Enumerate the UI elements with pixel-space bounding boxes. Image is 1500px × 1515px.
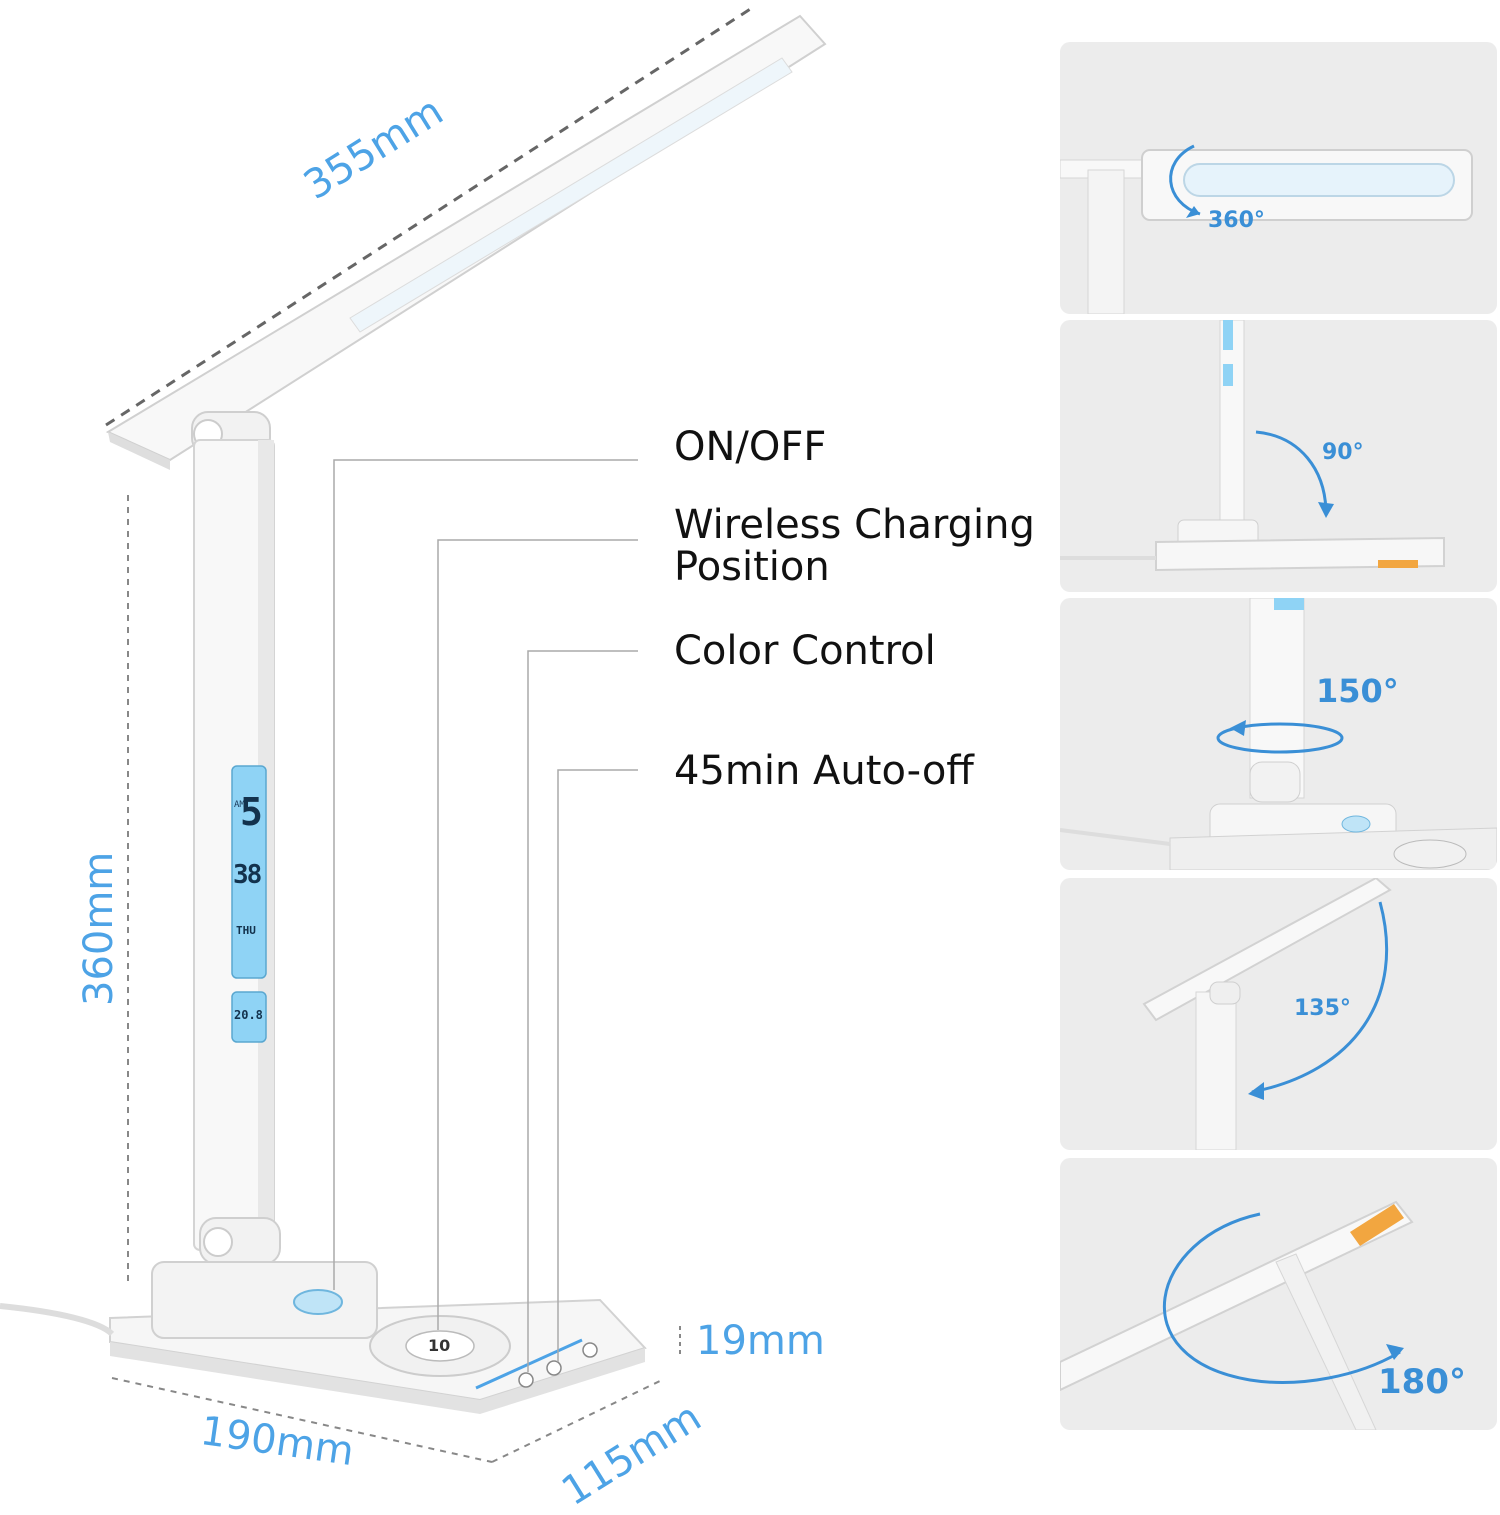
base-length-dimension-line — [111, 1377, 493, 1463]
lcd-temperature: 20.8 — [234, 1008, 263, 1022]
swivel-arrow — [1216, 722, 1344, 754]
detail-panel-base-swivel: 150° — [1060, 598, 1497, 870]
feature-color-control-label: Color Control — [674, 628, 936, 674]
head-fold-illustration — [1060, 1200, 1414, 1430]
head-rotation-angle: 360° — [1208, 208, 1265, 233]
arm-length-dimension-line — [105, 4, 756, 427]
base-thickness-label: 19mm — [696, 1318, 825, 1364]
lcd-minute: 38 — [233, 860, 262, 890]
detail-panel-head-fold: 180° — [1060, 1158, 1497, 1430]
rotation-arrow — [1169, 144, 1201, 216]
lamp-base-side — [110, 1342, 645, 1414]
feature-auto-off-label: 45min Auto-off — [674, 748, 974, 794]
tilt-arrow — [1255, 430, 1328, 515]
power-cord — [0, 1303, 115, 1337]
feature-wireless-line2: Position — [674, 544, 830, 590]
leader-auto-off — [557, 769, 638, 1362]
charger-mark: 10 — [428, 1336, 451, 1355]
timer-button — [546, 1360, 562, 1376]
base-hinge-knob — [203, 1227, 233, 1257]
detail-panel-neck-tilt: 90° — [1060, 320, 1497, 592]
switch-pedestal — [151, 1261, 378, 1339]
leader-wireless — [437, 539, 638, 1330]
leader-color-control — [527, 650, 638, 1372]
leader-on-off — [333, 459, 638, 1290]
lcd-meridiem: AM — [234, 800, 245, 810]
neck-tilt-angle: 90° — [1322, 440, 1364, 465]
height-label: 360mm — [76, 851, 122, 1006]
on-off-button — [293, 1289, 343, 1315]
arm-tilt-illustration — [1142, 878, 1392, 1150]
desk-lamp-illustration — [0, 4, 827, 1463]
head-rotation-illustration — [1060, 144, 1473, 314]
detail-panel-arm-tilt: 135° — [1060, 878, 1497, 1150]
lcd-weekday: THU — [236, 924, 256, 937]
head-fold-angle: 180° — [1378, 1362, 1466, 1402]
neck-tilt-illustration — [1060, 320, 1445, 572]
mode-button — [518, 1372, 534, 1388]
base-swivel-illustration — [1060, 598, 1497, 870]
feature-on-off-label: ON/OFF — [674, 424, 827, 470]
base-light-strip — [475, 1338, 583, 1390]
wireless-charger-center — [405, 1330, 475, 1362]
night-light-button — [582, 1342, 598, 1358]
lamp-head — [105, 14, 827, 462]
led-bar — [1183, 163, 1455, 197]
lcd-clock-screen — [231, 765, 267, 979]
feature-wireless-line1: Wireless Charging — [674, 502, 1035, 548]
warm-led-patch — [1350, 1204, 1404, 1246]
detail-panel-head-rotation: 360° — [1060, 42, 1497, 314]
lcd-temperature-screen — [231, 991, 267, 1043]
base-swivel-angle: 150° — [1316, 672, 1399, 710]
lcd-hour: 5 — [240, 790, 263, 834]
feature-wireless-label: Wireless Charging Position — [674, 504, 1035, 588]
fold-arrow — [1162, 1212, 1401, 1384]
arm-tilt-angle: 135° — [1294, 996, 1351, 1021]
lamp-head-underside — [108, 432, 170, 470]
base-width-dimension-line — [491, 1379, 663, 1463]
arm-tilt-arrow — [1251, 901, 1389, 1094]
lamp-head-led-strip — [349, 57, 793, 333]
